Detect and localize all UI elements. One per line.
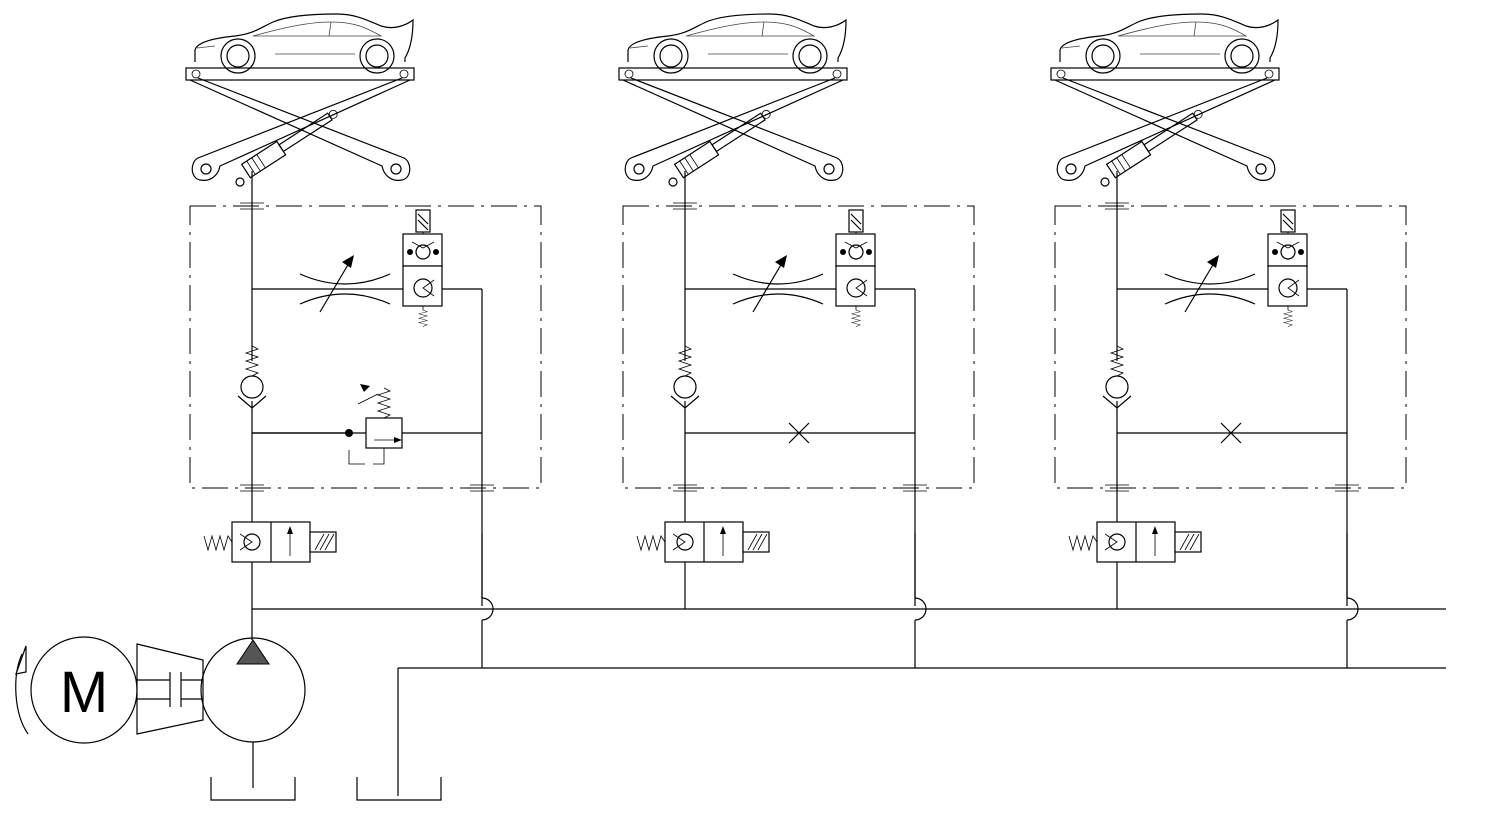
valve-block-1 [190, 171, 541, 606]
valve-block-3 [1055, 171, 1406, 606]
return-line [397, 533, 1446, 796]
scissor-lift-3 [1050, 67, 1280, 187]
pressure-line [251, 562, 1446, 640]
motor-label: M [60, 660, 108, 725]
car-2 [625, 13, 847, 74]
lift-assembly-2 [618, 13, 848, 187]
pressure-relief-valve [252, 384, 403, 465]
car-1 [192, 13, 414, 74]
lift-assembly-1 [185, 13, 415, 187]
directional-valve-1 [203, 521, 337, 563]
shaft-coupling [136, 643, 204, 735]
blocked-connection-mark [788, 422, 810, 444]
scissor-lift-2 [618, 67, 848, 187]
suction-tank [210, 777, 296, 801]
directional-valve-3 [1068, 521, 1202, 563]
return-tank [356, 777, 442, 801]
hydraulic-pump [200, 637, 306, 788]
valve-block-2 [623, 171, 974, 606]
blocked-connection-mark [1220, 422, 1242, 444]
lift-assembly-3 [1050, 13, 1280, 187]
car-3 [1057, 13, 1279, 74]
electric-motor: M [15, 636, 138, 744]
scissor-lift-1 [185, 67, 415, 187]
directional-valve-2 [636, 521, 770, 563]
